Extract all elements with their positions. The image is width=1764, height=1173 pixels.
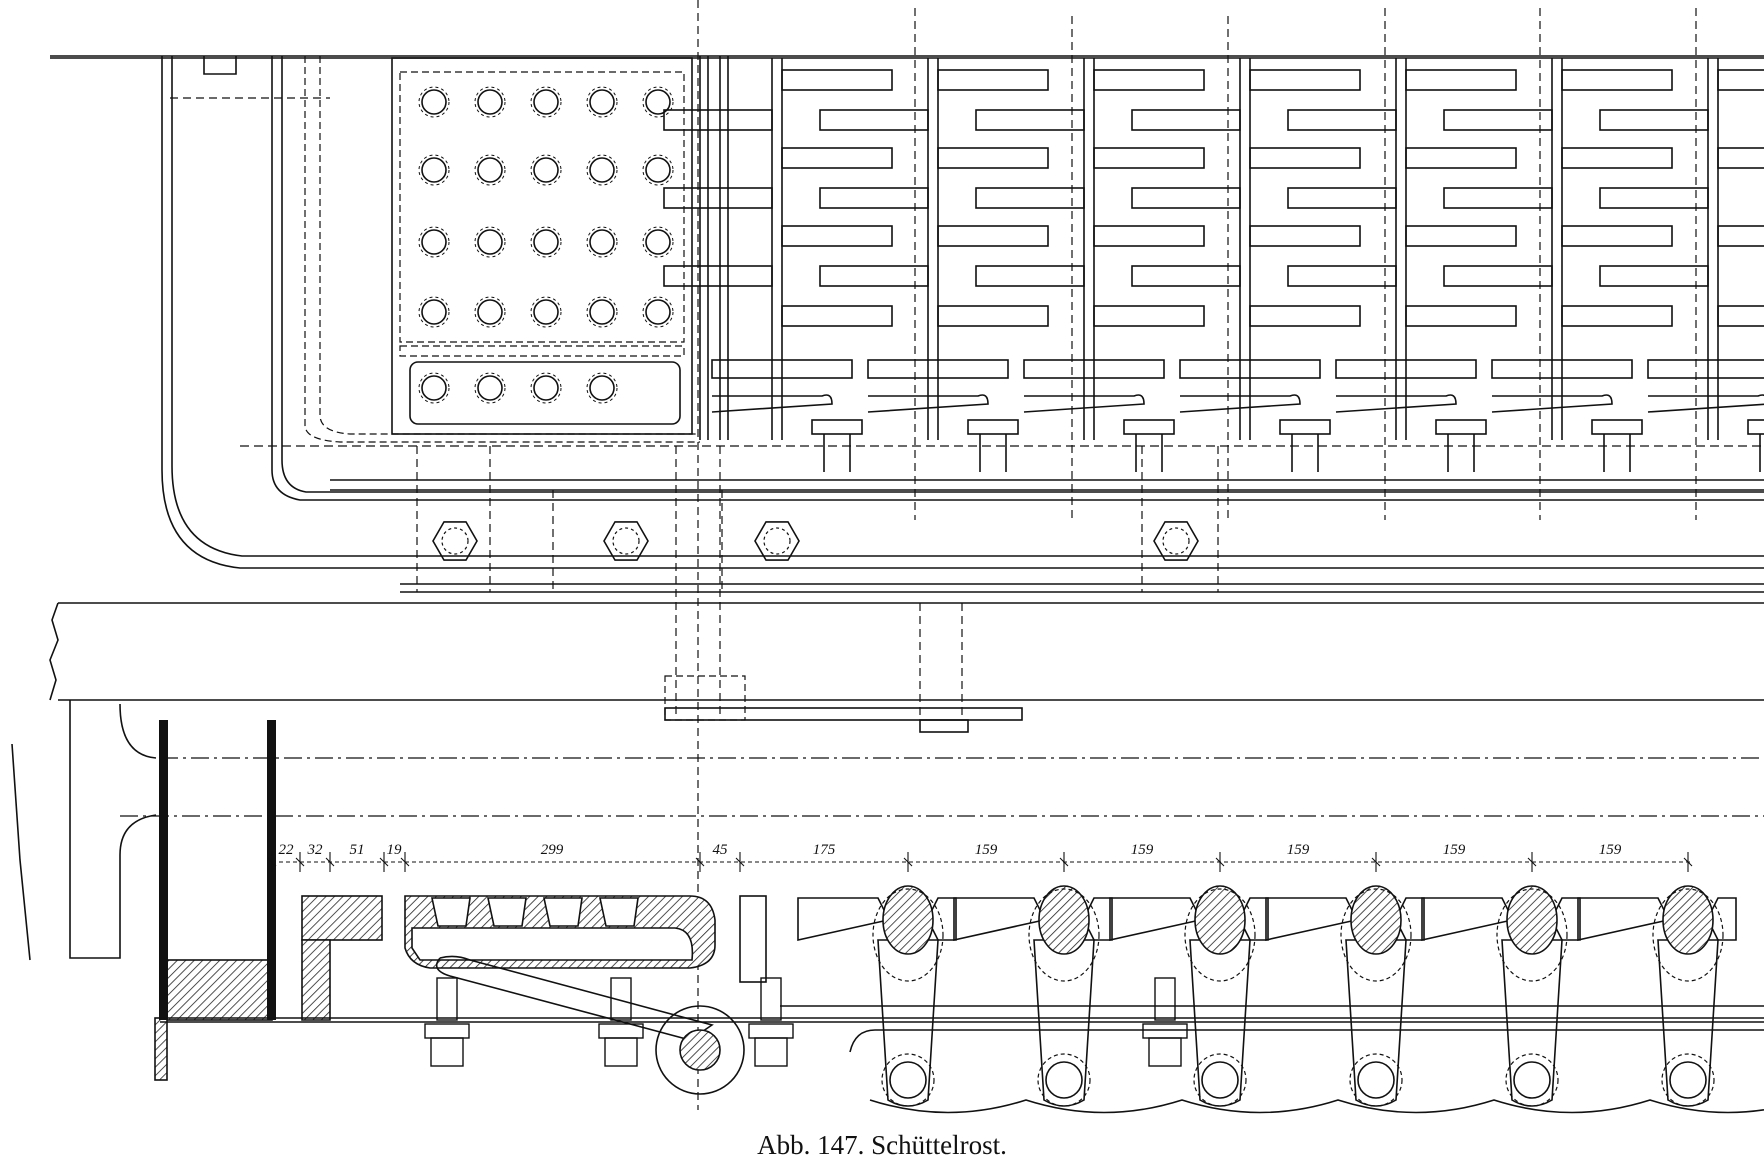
plate-hole [474,154,506,186]
rocking-lever [1109,885,1269,1107]
dimension-label: 32 [307,842,324,858]
dimension-label: 299 [541,842,564,858]
plate-hole [586,372,618,404]
dimension-label: 159 [1443,842,1466,858]
plate-hole [530,154,562,186]
dimension-label: 159 [1287,842,1310,858]
plate-hole [418,86,450,118]
grate-bar [975,58,1205,472]
figure-caption: Abb. 147. Schüttelrost. [757,1130,1007,1160]
dimension-label: 51 [350,842,365,858]
rocking-lever [953,885,1113,1107]
plate-hole [586,226,618,258]
plate-hole [474,86,506,118]
plate-hole [586,154,618,186]
plate-hole [642,154,674,186]
plate-hole [642,296,674,328]
grate-bar [1599,58,1764,472]
dimension-line: 22 32 51 19 299 45 175 159 159 159 159 159 [267,842,1693,872]
plate-hole [418,226,450,258]
dimension-label: 45 [713,842,729,858]
plan-view [49,0,1764,1110]
hanger-bolt [424,977,470,1067]
plate-hole [586,296,618,328]
rocking-lever [1421,885,1581,1107]
dimension-label: 175 [813,842,836,858]
perforated-plate-holes [418,86,674,404]
dimension-label: 22 [279,842,295,858]
plate-hole [474,226,506,258]
plate-hole [474,296,506,328]
hanger-bolt [1142,977,1188,1067]
plate-hole [474,372,506,404]
plate-hole [530,86,562,118]
rocking-lever [797,885,957,1107]
grate-bar [1443,58,1673,472]
plate-hole [642,226,674,258]
dimension-label: 19 [387,842,403,858]
hex-bolt [1153,521,1199,561]
grate-bar [1131,58,1361,472]
grate-bar [663,58,893,472]
dimension-label: 159 [1599,842,1622,858]
hanger-bolt [598,977,644,1067]
hanger-bolt [748,977,794,1067]
dimension-label: 159 [975,842,998,858]
hex-bolt [754,521,800,561]
plate-hole [586,86,618,118]
plate-hole [642,86,674,118]
hex-bolt [603,521,649,561]
rocking-lever [1265,885,1425,1107]
dimension-label: 159 [1131,842,1154,858]
plate-hole [418,296,450,328]
rocking-lever [1577,885,1737,1107]
grate-bar [819,58,1049,472]
hex-bolt [432,521,478,561]
plate-hole [418,154,450,186]
plate-hole [418,372,450,404]
grate-bars [663,58,1764,472]
grate-levers [797,885,1737,1107]
plate-hole [530,296,562,328]
plate-hole [530,372,562,404]
plate-hole [530,226,562,258]
section-view [11,700,1764,1114]
grate-bar [1287,58,1517,472]
hex-bolts [432,521,1199,561]
